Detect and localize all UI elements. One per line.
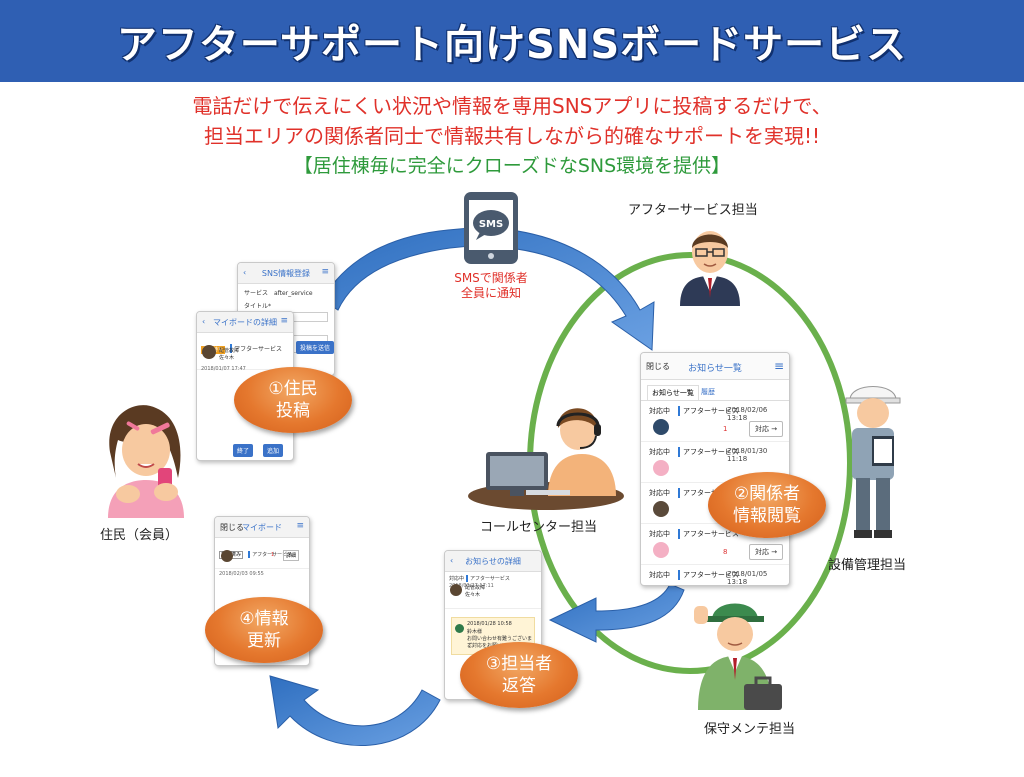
back-icon[interactable]: ‹	[450, 556, 454, 565]
sms-icon-label: SMS	[478, 219, 504, 230]
notice-row[interactable]: 対応中 アフターサービス 2018/01/30 11:18	[641, 442, 789, 483]
respond-button[interactable]: 対応 →	[749, 421, 784, 437]
avatar	[455, 624, 464, 633]
menu-icon[interactable]: ≡	[296, 521, 304, 531]
avatar	[653, 542, 669, 558]
resident-icon	[108, 405, 184, 518]
reply-text-1: お問い合わせ有難うございます。	[467, 636, 533, 649]
notice-header: お知らせ一覧	[688, 364, 742, 374]
sms-note-2: 全員に通知	[460, 286, 521, 300]
intro-line-3: 【居住棟毎に完全にクローズドなSNS環境を提供】	[293, 155, 731, 177]
service-tag: アフターサービス	[230, 344, 282, 353]
intro-line-1: 電話だけで伝えにくい状況や情報を専用SNSアプリに投稿するだけで、	[192, 94, 832, 118]
role-facility: 設備管理担当	[828, 558, 907, 573]
maintenance-staff-icon	[694, 603, 782, 710]
flow-arrow-2	[548, 583, 685, 643]
board-header: マイボード	[242, 523, 282, 532]
avatar	[202, 345, 216, 359]
page-title: アフターサポート向けSNSボードサービス	[116, 22, 908, 68]
post-body: 配管故障	[465, 585, 486, 591]
menu-icon[interactable]: ≡	[280, 316, 288, 326]
role-maintenance: 保守メンテ担当	[704, 722, 796, 737]
menu-icon[interactable]: ≡	[321, 267, 329, 277]
reply-name: 鈴木様	[467, 629, 483, 635]
service-label: サービス	[244, 290, 269, 297]
service-tag: アフターサービス	[465, 575, 510, 582]
reply-date: 2018/01/28 10:58	[467, 621, 512, 627]
sms-phone-icon	[464, 192, 518, 264]
sms-note-1: SMSで関係者	[454, 271, 528, 285]
role-call-center: コールセンター担当	[480, 520, 598, 535]
detail-button[interactable]: 詳細	[283, 550, 300, 561]
step-1-bubble: ①住民投稿	[234, 367, 352, 433]
respond-button[interactable]: 対応 →	[749, 544, 784, 560]
done-button[interactable]: 終了	[233, 444, 254, 457]
avatar	[221, 550, 233, 562]
post-date: 2018/01/27 17:11	[449, 583, 494, 589]
role-resident: 住民（会員）	[100, 528, 179, 543]
menu-icon[interactable]: ≡	[773, 359, 784, 373]
status-text: 対応中	[449, 576, 465, 582]
post-author: 佐々木	[465, 592, 481, 598]
post-form-header: SNS情報登録	[261, 269, 311, 278]
facility-manager-icon	[845, 386, 901, 538]
add-button[interactable]: 追加	[263, 444, 284, 457]
notice-row[interactable]: 対応中 アフターサービス 2018/01/05 13:18	[649, 570, 768, 586]
tab-history[interactable]: 履歴	[701, 388, 715, 396]
avatar	[653, 419, 669, 435]
service-tag: アフターサービス	[248, 551, 292, 558]
avatar	[450, 584, 462, 596]
close-button[interactable]: 閉じる	[220, 523, 244, 532]
role-after-service: アフターサービス担当	[628, 203, 758, 218]
service-value: after_service	[273, 290, 313, 297]
post-author: 佐々木	[219, 355, 235, 361]
post-detail-header: マイボードの詳細	[213, 318, 277, 327]
notice-list-screen: 閉じる お知らせ一覧 ≡ お知らせ一覧 履歴 対応中 アフターサービス 2018…	[640, 352, 790, 586]
close-button[interactable]: 閉じる	[646, 362, 670, 371]
title-banner	[0, 0, 1024, 82]
step-3-bubble: ③担当者返答	[460, 642, 578, 708]
reply-detail-header: お知らせの詳細	[465, 557, 521, 566]
flow-arrow-1	[321, 227, 655, 351]
post-body: 配管故障	[219, 348, 240, 354]
post-date: 2018/02/03 09:55	[219, 571, 264, 577]
notice-row[interactable]: 対応中 アフターサービス 8 対応 →	[641, 524, 789, 565]
call-center-operator-icon	[468, 408, 624, 510]
flow-arrow-3	[269, 675, 441, 746]
step-4-bubble: ④情報更新	[205, 597, 323, 663]
notice-row[interactable]: 対応中 アフターサービス 2018/02/06 13:18 1 対応 →	[641, 401, 789, 442]
comment-count: 1	[271, 552, 275, 558]
title-label: タイトル*	[244, 303, 272, 310]
comment-count: 1	[723, 425, 728, 433]
avatar	[653, 501, 669, 517]
back-icon[interactable]: ‹	[243, 268, 247, 277]
intro-line-2: 担当エリアの関係者同士で情報共有しながら的確なサポートを実現!!	[203, 124, 821, 148]
comment-count: 8	[723, 548, 728, 556]
after-service-staff-icon	[680, 231, 740, 306]
submit-post-button[interactable]: 投稿を送信	[296, 341, 334, 354]
back-icon[interactable]: ‹	[202, 317, 206, 326]
board-row[interactable]: 対応済み アフターサービス 2018/02/03 09:55 1 詳細	[215, 538, 309, 577]
avatar	[653, 460, 669, 476]
tab-notices[interactable]: お知らせ一覧	[647, 385, 699, 400]
post-date: 2018/01/07 17:47	[201, 366, 246, 372]
step-2-bubble: ②関係者情報閲覧	[708, 472, 826, 538]
